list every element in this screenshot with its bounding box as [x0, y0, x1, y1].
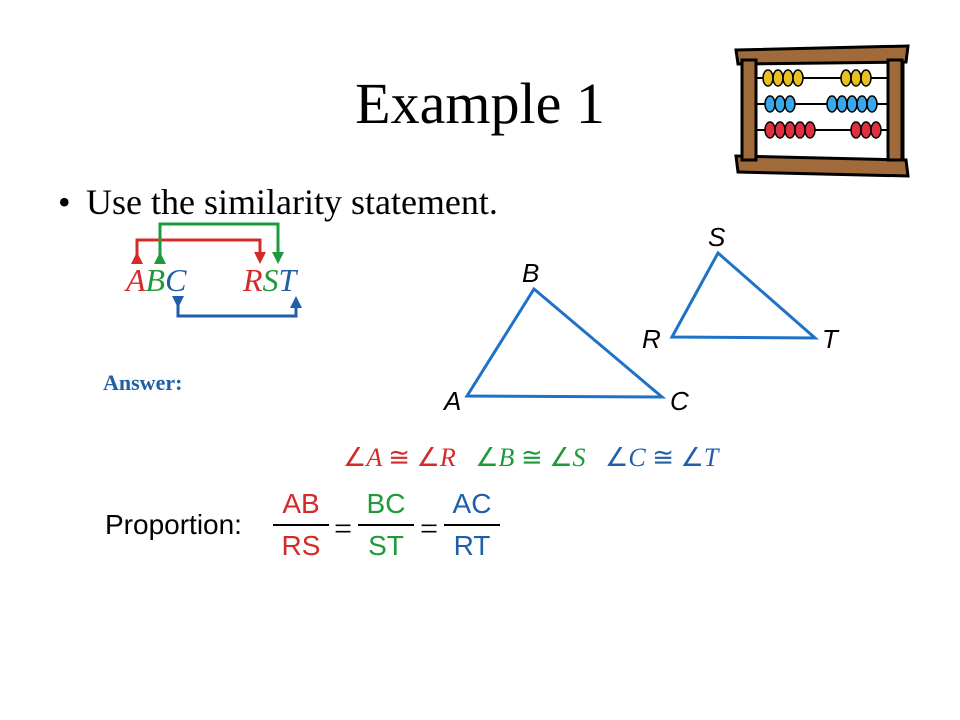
- congruence-c-t: ∠C ≅ ∠T: [605, 443, 719, 472]
- proportion-label: Proportion:: [105, 509, 242, 540]
- vertex-label-r: R: [642, 324, 661, 354]
- arrow-b-s: [154, 222, 284, 264]
- equals-sign: =: [334, 510, 353, 546]
- slide-title: Example 1: [355, 71, 605, 136]
- congruence-a-r: ∠A ≅ ∠R: [343, 443, 456, 472]
- triangle-abc: [464, 286, 667, 399]
- answer-label: Answer:: [103, 370, 183, 395]
- fraction-numerator: BC: [366, 488, 406, 519]
- letter-b: B: [145, 262, 166, 298]
- fraction-bc-st: BC ST: [356, 487, 416, 563]
- bullet-text: Use the similarity statement.: [86, 182, 498, 222]
- fraction-bar: [273, 524, 329, 526]
- bullet-item: • Use the similarity statement.: [58, 180, 498, 224]
- arrow-c-t: [172, 296, 302, 318]
- congruence-b-s: ∠B ≅ ∠S: [475, 443, 586, 472]
- equals-sign: =: [420, 510, 439, 546]
- letter-r: R: [243, 262, 263, 298]
- abacus-icon: [734, 44, 910, 178]
- fraction-numerator: AC: [452, 488, 492, 519]
- vertex-label-a: A: [444, 386, 462, 416]
- vertex-label-c: C: [670, 386, 689, 416]
- letter-c: C: [165, 262, 187, 298]
- similarity-right: RST: [243, 260, 296, 300]
- letter-s: S: [262, 262, 279, 298]
- bullet-icon: •: [58, 182, 71, 222]
- fraction-denominator: ST: [368, 530, 404, 561]
- fraction-bar: [444, 524, 500, 526]
- similarity-left: ABC: [126, 260, 186, 300]
- angle-congruences: ∠A ≅ ∠R ∠B ≅ ∠S ∠C ≅ ∠T: [343, 441, 718, 475]
- fraction-ac-rt: AC RT: [442, 487, 502, 563]
- vertex-label-t: T: [822, 324, 838, 354]
- fraction-ab-rs: AB RS: [271, 487, 331, 563]
- arrow-a-r: [131, 238, 266, 264]
- vertex-label-s: S: [708, 222, 726, 252]
- triangle-rst: [669, 250, 820, 340]
- letter-a: A: [126, 262, 146, 298]
- vertex-label-b: B: [522, 258, 540, 288]
- letter-t: T: [278, 262, 297, 298]
- fraction-bar: [358, 524, 414, 526]
- fraction-denominator: RT: [453, 530, 491, 561]
- fraction-denominator: RS: [281, 530, 321, 561]
- fraction-numerator: AB: [282, 488, 320, 519]
